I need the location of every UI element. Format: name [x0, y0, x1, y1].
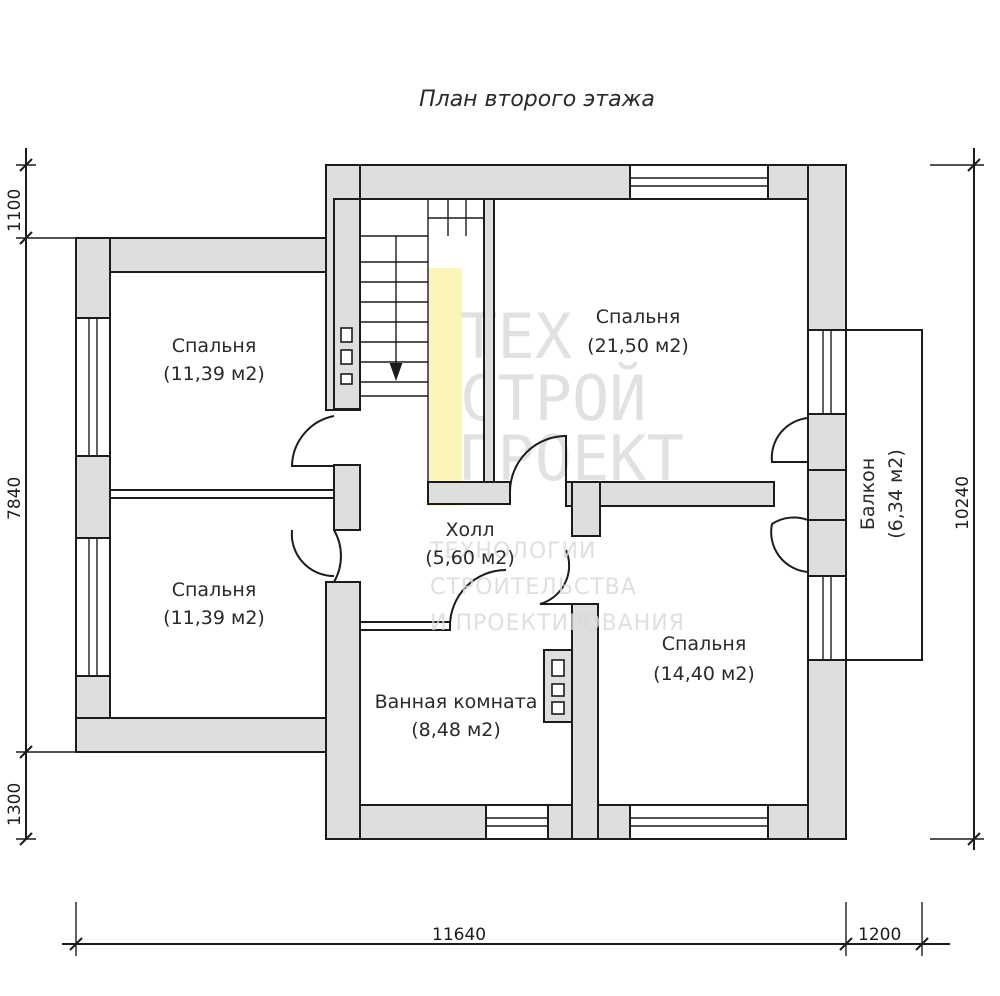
room-name-bedroom-top-right: Спальня — [596, 306, 681, 328]
dimension-labels: 1100 7840 1300 10240 11640 1200 — [5, 189, 973, 945]
room-area-bedroom-bottom-left: (11,39 м2) — [163, 607, 265, 629]
watermark-tagline: ТЕХНОЛОГИИ СТРОИТЕЛЬСТВА И ПРОЕКТИРОВАНИ… — [429, 539, 685, 636]
dim-right-total: 10240 — [953, 476, 973, 530]
watermark-bar — [428, 268, 462, 506]
watermark-tag-2: СТРОИТЕЛЬСТВА — [430, 575, 637, 600]
watermark-tag-3: И ПРОЕКТИРОВАНИЯ — [430, 611, 685, 636]
room-area-bedroom-top-right: (21,50 м2) — [587, 335, 689, 357]
staircase — [360, 199, 484, 482]
room-labels: Спальня (11,39 м2) Спальня (11,39 м2) Сп… — [163, 306, 907, 741]
dim-left-middle: 7840 — [5, 477, 25, 520]
room-area-bedroom-top-left: (11,39 м2) — [163, 363, 265, 385]
plan-title: План второго этажа — [419, 87, 655, 112]
room-name-bathroom: Ванная комната — [375, 691, 538, 713]
watermark-line-1: ТЕХ — [460, 300, 572, 373]
balcony-outline — [845, 329, 923, 661]
dim-left-bottom: 1300 — [5, 783, 25, 826]
room-name-balcony: Балкон — [857, 458, 879, 530]
dim-left-top: 1100 — [5, 189, 25, 232]
room-area-hall: (5,60 м2) — [425, 547, 515, 569]
room-name-bedroom-top-left: Спальня — [172, 335, 257, 357]
doors — [290, 415, 809, 627]
room-name-bedroom-bottom-right: Спальня — [662, 633, 747, 655]
room-area-bedroom-bottom-right: (14,40 м2) — [653, 663, 755, 685]
vent-shafts — [340, 327, 565, 715]
room-area-bathroom: (8,48 м2) — [411, 719, 501, 741]
dim-bottom-balcony: 1200 — [858, 925, 901, 945]
windows — [75, 164, 847, 840]
watermark-tag-1: ТЕХНОЛОГИИ — [429, 539, 596, 564]
watermark: ТЕХ СТРОЙ ПРОЕКТ — [428, 268, 684, 506]
dim-bottom-main: 11640 — [432, 925, 486, 945]
dimension-lines — [16, 148, 984, 956]
room-name-hall: Холл — [446, 519, 495, 541]
room-name-bedroom-bottom-left: Спальня — [172, 579, 257, 601]
room-area-balcony: (6,34 м2) — [885, 449, 907, 539]
